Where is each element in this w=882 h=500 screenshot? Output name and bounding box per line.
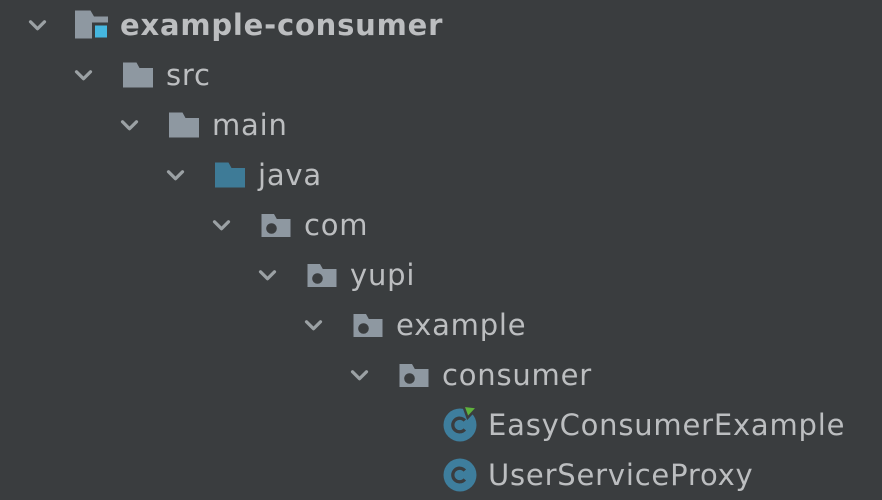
tree-row-example[interactable]: example <box>0 300 882 350</box>
chevron-down-icon[interactable] <box>28 0 75 50</box>
tree-row-yupi[interactable]: yupi <box>0 250 882 300</box>
tree-item-label: main <box>212 108 288 142</box>
package-icon <box>259 208 293 242</box>
tree-item-label: com <box>304 208 369 242</box>
tree-row-example-consumer[interactable]: example-consumer <box>0 0 882 50</box>
tree-item-label: consumer <box>442 358 592 392</box>
chevron-down-icon[interactable] <box>74 50 121 100</box>
tree-item-label: yupi <box>350 258 416 292</box>
source-root-folder-icon <box>213 158 247 192</box>
tree-row-easyconsumerexample[interactable]: EasyConsumerExample <box>0 400 882 450</box>
class-icon <box>443 458 477 492</box>
folder-icon <box>167 108 201 142</box>
package-icon <box>351 308 385 342</box>
tree-item-label: example-consumer <box>120 8 444 42</box>
project-badge <box>92 22 110 41</box>
tree-item-label: EasyConsumerExample <box>488 408 846 442</box>
tree-row-consumer[interactable]: consumer <box>0 350 882 400</box>
chevron-down-icon[interactable] <box>304 300 351 350</box>
tree-row-userserviceproxy[interactable]: UserServiceProxy <box>0 450 882 500</box>
class-runnable-icon <box>443 404 481 442</box>
chevron-down-icon[interactable] <box>212 200 259 250</box>
tree-row-src[interactable]: src <box>0 50 882 100</box>
tree-item-label: example <box>396 308 527 342</box>
chevron-spacer <box>396 400 443 450</box>
chevron-down-icon[interactable] <box>350 350 397 400</box>
tree-item-label: src <box>166 58 211 92</box>
package-icon <box>305 258 339 292</box>
tree-row-java[interactable]: java <box>0 150 882 200</box>
package-icon <box>397 358 431 392</box>
folder-icon <box>121 58 155 92</box>
tree-item-label: UserServiceProxy <box>488 458 754 492</box>
tree-row-com[interactable]: com <box>0 200 882 250</box>
tree-row-main[interactable]: main <box>0 100 882 150</box>
chevron-down-icon[interactable] <box>120 100 167 150</box>
project-folder-icon <box>75 8 110 42</box>
run-badge-icon <box>461 404 481 421</box>
chevron-spacer <box>396 450 443 500</box>
chevron-down-icon[interactable] <box>258 250 305 300</box>
tree-item-label: java <box>258 158 322 192</box>
chevron-down-icon[interactable] <box>166 150 213 200</box>
